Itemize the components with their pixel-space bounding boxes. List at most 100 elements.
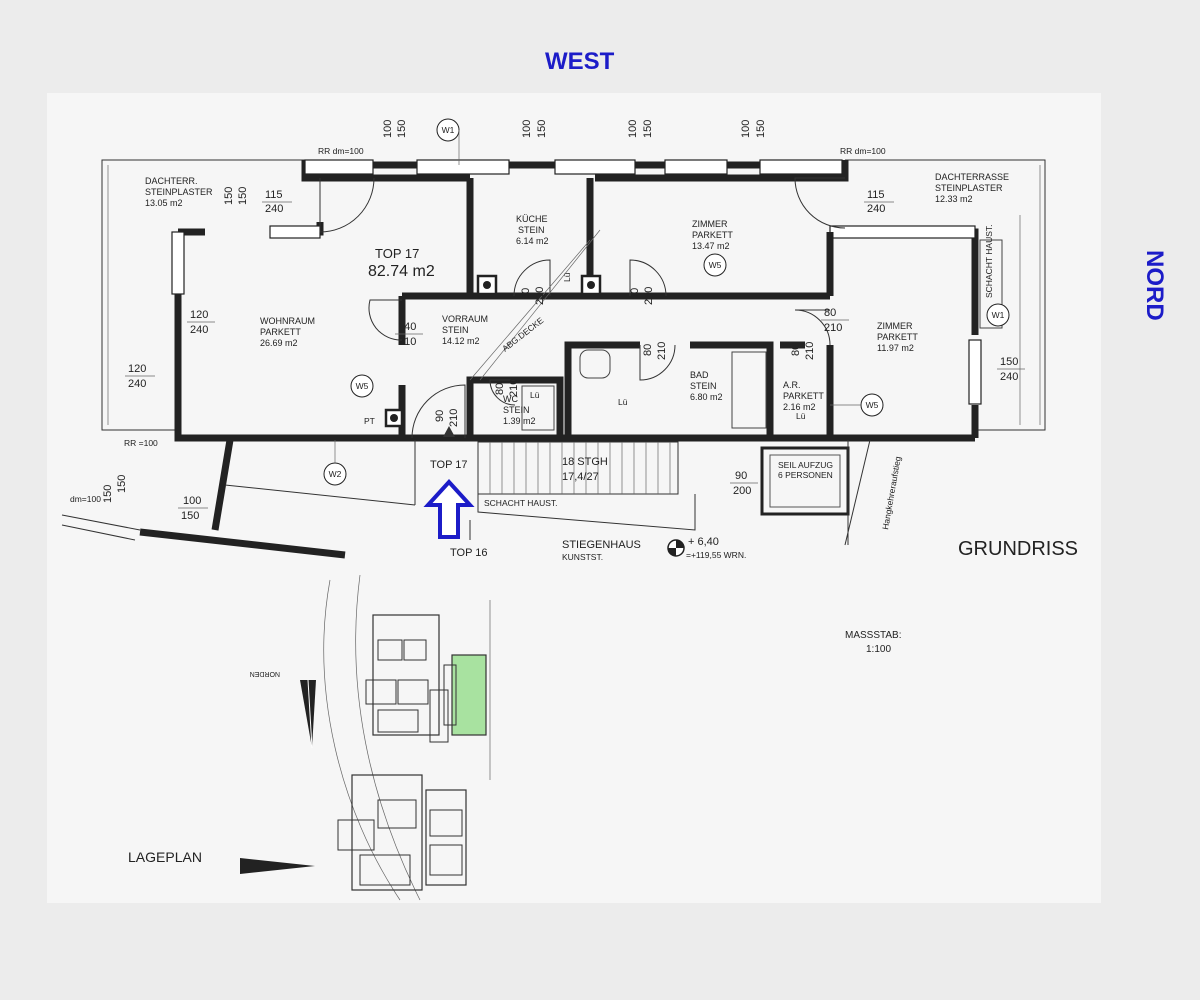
compass-nord-label: NORD: [1141, 250, 1168, 321]
svg-text:26.69 m2: 26.69 m2: [260, 338, 298, 348]
window-tags: [323, 118, 1010, 486]
svg-text:13.47 m2: 13.47 m2: [692, 241, 730, 251]
label-lift-type: SEIL AUFZUG: [778, 460, 833, 470]
svg-text:100: 100: [382, 120, 394, 138]
label-norden: NORDEN: [250, 670, 280, 677]
label-massstab-value: 1:100: [866, 644, 891, 655]
label-lift-capacity: 6 PERSONEN: [778, 470, 833, 480]
label-stiegenhaus-floor: KUNSTST.: [562, 552, 603, 562]
dim-door-wohnraum-height: 210: [398, 336, 416, 348]
window-tag-w2: W2: [329, 469, 342, 479]
svg-text:KÜCHE: KÜCHE: [516, 214, 548, 224]
dim-terrace-right-height: 240: [867, 203, 885, 215]
dim-lower-left-width: 100: [183, 495, 201, 507]
svg-text:ZIMMER: ZIMMER: [692, 219, 728, 229]
svg-text:6.80 m2: 6.80 m2: [690, 392, 723, 402]
fixtures: [384, 239, 1003, 431]
dim-right-window-width: 150: [1000, 356, 1018, 368]
svg-text:PARKETT: PARKETT: [877, 332, 918, 342]
svg-text:2.16 m2: 2.16 m2: [783, 402, 816, 412]
svg-text:80: 80: [494, 383, 506, 395]
site-plan: [323, 574, 491, 901]
room-zimmer-nord: ZIMMER PARKETT 11.97 m2: [877, 321, 918, 353]
dim-lower-left-vertical-a: 150: [102, 485, 114, 503]
label-massstab: MASSSTAB:: [845, 630, 902, 641]
svg-text:210: 210: [656, 342, 668, 360]
room-dachterrasse-right: DACHTERRASSE STEINPLASTER 12.33 m2: [935, 172, 1009, 204]
label-level-absolute: =+119,55 WRN.: [686, 550, 746, 560]
window-tag-w5: W5: [709, 260, 722, 270]
svg-text:80: 80: [642, 344, 654, 356]
dim-left-window-a-width: 120: [190, 309, 208, 321]
label-lu-wc: Lü: [530, 390, 540, 400]
label-stiegenhaus: STIEGENHAUS: [562, 539, 641, 551]
terrace-railing: [101, 159, 1046, 431]
dim-lower-left-height: 150: [181, 510, 199, 522]
svg-text:150: 150: [755, 120, 767, 138]
room-bad: BAD STEIN 6.80 m2: [690, 370, 723, 402]
label-rr-bottom: RR =100: [124, 438, 158, 448]
label-abg-decke: ABG.DECKE: [500, 315, 546, 354]
site-building-a: [365, 614, 449, 743]
title-lageplan: LAGEPLAN: [128, 849, 202, 865]
svg-text:A.R.: A.R.: [783, 380, 801, 390]
dim-terrace-right-width: 115: [867, 189, 885, 201]
svg-text:150: 150: [396, 120, 408, 138]
label-rr-lower: dm=100: [70, 494, 101, 504]
svg-text:STEINPLASTER: STEINPLASTER: [935, 183, 1003, 193]
svg-text:DACHTERRASSE: DACHTERRASSE: [935, 172, 1009, 182]
svg-text:STEIN: STEIN: [690, 381, 717, 391]
svg-text:1.39 m2: 1.39 m2: [503, 416, 536, 426]
svg-text:80: 80: [629, 288, 641, 300]
room-zimmer-west: ZIMMER PARKETT 13.47 m2: [692, 219, 733, 251]
svg-text:VORRAUM: VORRAUM: [442, 314, 488, 324]
window-tag-w5: W5: [356, 381, 369, 391]
door-swings: [319, 177, 846, 439]
svg-text:210: 210: [534, 287, 546, 305]
svg-text:210: 210: [643, 287, 655, 305]
staircase: [469, 441, 696, 540]
compass-west-label: WEST: [545, 48, 615, 75]
stair-steps: [489, 442, 671, 494]
lift: [760, 439, 871, 546]
entry-marker-icon: [443, 426, 455, 437]
unit-area: 82.74 m2: [368, 263, 435, 280]
dim-door-wohnraum-width: 140: [398, 321, 416, 333]
room-abstellraum: A.R. PARKETT 2.16 m2: [783, 380, 824, 412]
windows: [171, 159, 982, 405]
dim-right-window-height: 240: [1000, 371, 1018, 383]
svg-text:210: 210: [824, 322, 842, 334]
label-schacht-right: SCHACHT HAUST.: [984, 224, 994, 298]
label-rr-top-left: RR dm=100: [318, 146, 364, 156]
outdoor-walls: [61, 439, 416, 559]
room-wc: WC STEIN 1.39 m2: [503, 394, 536, 426]
label-slope: Hangkehreraufstieg: [880, 455, 903, 530]
svg-text:STEIN: STEIN: [518, 225, 545, 235]
window-tag-w1: W1: [442, 125, 455, 135]
window-tag-w5: W5: [866, 400, 879, 410]
svg-text:100: 100: [740, 120, 752, 138]
label-lu-bad: Lü: [618, 397, 628, 407]
svg-text:210: 210: [804, 342, 816, 360]
label-top16: TOP 16: [450, 547, 488, 559]
site-building-b: [337, 774, 467, 891]
entry-arrow-icon: [423, 479, 475, 539]
room-dachterr-left: DACHTERR. STEINPLASTER 13.05 m2: [145, 176, 213, 208]
svg-text:11.97 m2: 11.97 m2: [877, 343, 914, 353]
svg-text:100: 100: [521, 120, 533, 138]
dim-terrace-left-height: 240: [265, 203, 283, 215]
top-dimensions: 100 150 100 150 100 150 100 150: [382, 120, 767, 138]
dim-left-door-b: 150: [237, 187, 249, 205]
svg-text:210: 210: [448, 409, 460, 427]
svg-text:STEIN: STEIN: [503, 405, 530, 415]
svg-text:PARKETT: PARKETT: [260, 327, 301, 337]
dim-left-window-b-height: 240: [128, 378, 146, 390]
svg-text:80: 80: [790, 344, 802, 356]
label-entry-top17: TOP 17: [430, 459, 468, 471]
svg-text:12.33 m2: 12.33 m2: [935, 194, 973, 204]
label-schacht-bottom: SCHACHT HAUST.: [484, 498, 558, 508]
label-pt: PT: [364, 416, 375, 426]
door-dimensions: 80 210 80 210 80 210 80 210 80 210 90 21…: [434, 287, 849, 427]
dim-lift-door-width: 90: [735, 470, 747, 482]
